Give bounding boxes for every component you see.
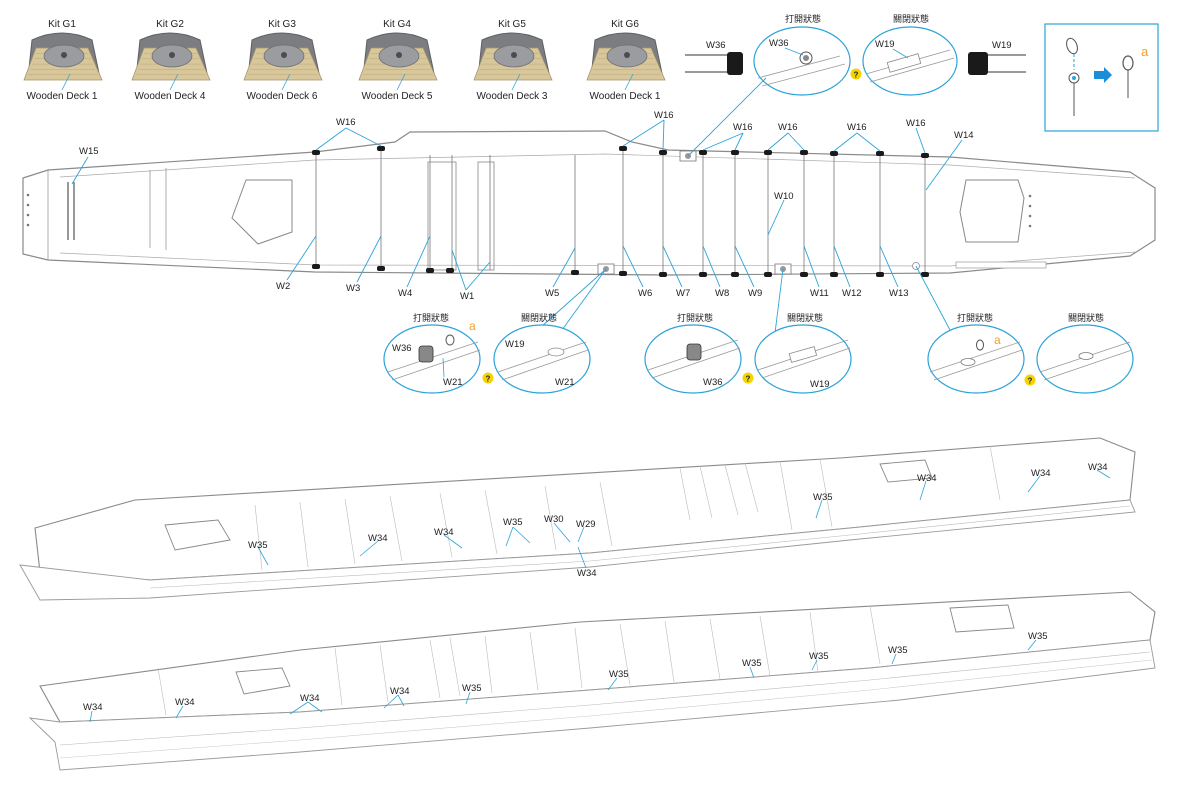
label-w4: W4 [398,288,412,299]
help-icon [850,68,862,80]
kit-caption: Wooden Deck 1 [590,91,661,102]
kit-thumbnail: Kit G1 Wooden Deck 1 [23,19,103,102]
label-w35-p1b: W35 [503,517,523,528]
label-w35-p2a: W35 [462,683,482,694]
label-w16-b: W16 [654,110,674,121]
state-closed-2: 關閉狀態 [521,312,557,323]
label-w19-c2: W19 [505,339,525,350]
label-w19-c4: W19 [810,379,830,390]
label-w13: W13 [889,288,909,299]
hull-perspective-2: W34 W34 W34 W34 W35 W35 W35 W35 W35 W35 [28,591,1156,771]
label-w16-a: W16 [336,117,356,128]
tire-markers [312,146,929,277]
state-closed-4: 關閉狀態 [787,312,823,323]
label-w36-c3: W36 [703,377,723,388]
label-w3: W3 [346,283,360,294]
label-w35-p1a: W35 [248,540,268,551]
label-w35-p1c: W35 [813,492,833,503]
kit-caption: Wooden Deck 5 [362,91,433,102]
kit-thumbnail: Kit G6 Wooden Deck 1 [586,19,666,102]
state-open-5: 打開狀態 [957,312,993,323]
label-w34-p1c: W34 [577,568,597,579]
label-w35-p2b: W35 [609,669,629,680]
kit-title: Kit G6 [611,19,639,30]
label-w15: W15 [79,146,99,157]
label-w16-d: W16 [778,122,798,133]
state-open-top: 打開狀態 [785,13,821,24]
kit-thumbnail: Kit G4 Wooden Deck 5 [358,19,438,102]
label-w34-p1d: W34 [917,473,937,484]
kit-title: Kit G1 [48,19,76,30]
label-w19-top: W19 [992,40,1012,51]
kit-title: Kit G3 [268,19,296,30]
kit-thumbnail: Kit G2 Wooden Deck 4 [131,19,211,102]
label-w34-p2d: W34 [390,686,410,697]
label-w34-p2a: W34 [83,702,103,713]
label-w16-c: W16 [733,122,753,133]
svg-text:?: ? [746,375,751,384]
hull-perspective-1: W35 W34 W34 W35 W30 W29 W34 W35 W34 W34 … [19,437,1136,601]
label-w21-c2: W21 [555,377,575,388]
label-w21-c1: W21 [443,377,463,388]
label-w34-p1e: W34 [1031,468,1051,479]
kit-caption: Wooden Deck 4 [135,91,206,102]
label-w34-p2b: W34 [175,697,195,708]
label-w16-e: W16 [847,122,867,133]
state-closed-6: 關閉狀態 [1068,312,1104,323]
step-mark-a: a [1141,44,1149,59]
label-w35-p2d: W35 [809,651,829,662]
label-w30: W30 [544,514,564,525]
label-w36-top: W36 [706,40,726,51]
kit-thumbnail: Kit G5 Wooden Deck 3 [473,19,553,102]
state-open-1: 打開狀態 [413,312,449,323]
label-w14: W14 [954,130,974,141]
label-w34-p1b: W34 [434,527,454,538]
label-w11: W11 [810,288,829,299]
deck-plan-top: W16 W16 W16 W16 W16 W16 W14 W15 W10 W2 W… [22,77,1156,336]
top-detail-strip: W36 打開狀態 W36 ? 關閉狀態 W19 W19 [685,13,1159,132]
svg-text:a: a [469,319,476,333]
label-w36-c1: W36 [392,343,412,354]
kit-caption: Wooden Deck 1 [27,91,98,102]
label-w7: W7 [676,288,690,299]
label-w9: W9 [748,288,762,299]
label-w34-p1a: W34 [368,533,388,544]
label-w1: W1 [460,291,474,302]
label-w34-p2c: W34 [300,693,320,704]
label-w35-p2c: W35 [742,658,762,669]
label-w35-p2e: W35 [888,645,908,656]
label-w10: W10 [774,191,794,202]
label-w16-f: W16 [906,118,926,129]
kit-caption: Wooden Deck 6 [247,91,318,102]
mid-callouts: 打開狀態 a W36 W21 ? 關閉狀態 W19 W21 打開狀態 W36 ?… [383,312,1134,394]
label-w29: W29 [576,519,596,530]
label-w2: W2 [276,281,290,292]
w19-part-shape [968,52,988,75]
state-open-3: 打開狀態 [677,312,713,323]
svg-text:?: ? [1028,377,1033,386]
label-w19-callout: W19 [875,39,895,50]
svg-text:a: a [994,333,1001,347]
label-w5: W5 [545,288,559,299]
kit-title: Kit G5 [498,19,526,30]
svg-text:?: ? [854,71,859,80]
arrow-right-icon [1094,67,1112,83]
label-w34-p1f: W34 [1088,462,1108,473]
w36-part-shape [727,52,743,75]
kit-caption: Wooden Deck 3 [477,91,548,102]
label-w35-p2f: W35 [1028,631,1048,642]
label-w36-callout: W36 [769,38,789,49]
kit-thumbnail: Kit G3 Wooden Deck 6 [243,19,323,102]
label-w12: W12 [842,288,862,299]
label-w8: W8 [715,288,729,299]
svg-text:?: ? [486,375,491,384]
label-w6: W6 [638,288,652,299]
state-closed-top: 關閉狀態 [893,13,929,24]
kit-title: Kit G4 [383,19,411,30]
kit-title: Kit G2 [156,19,184,30]
